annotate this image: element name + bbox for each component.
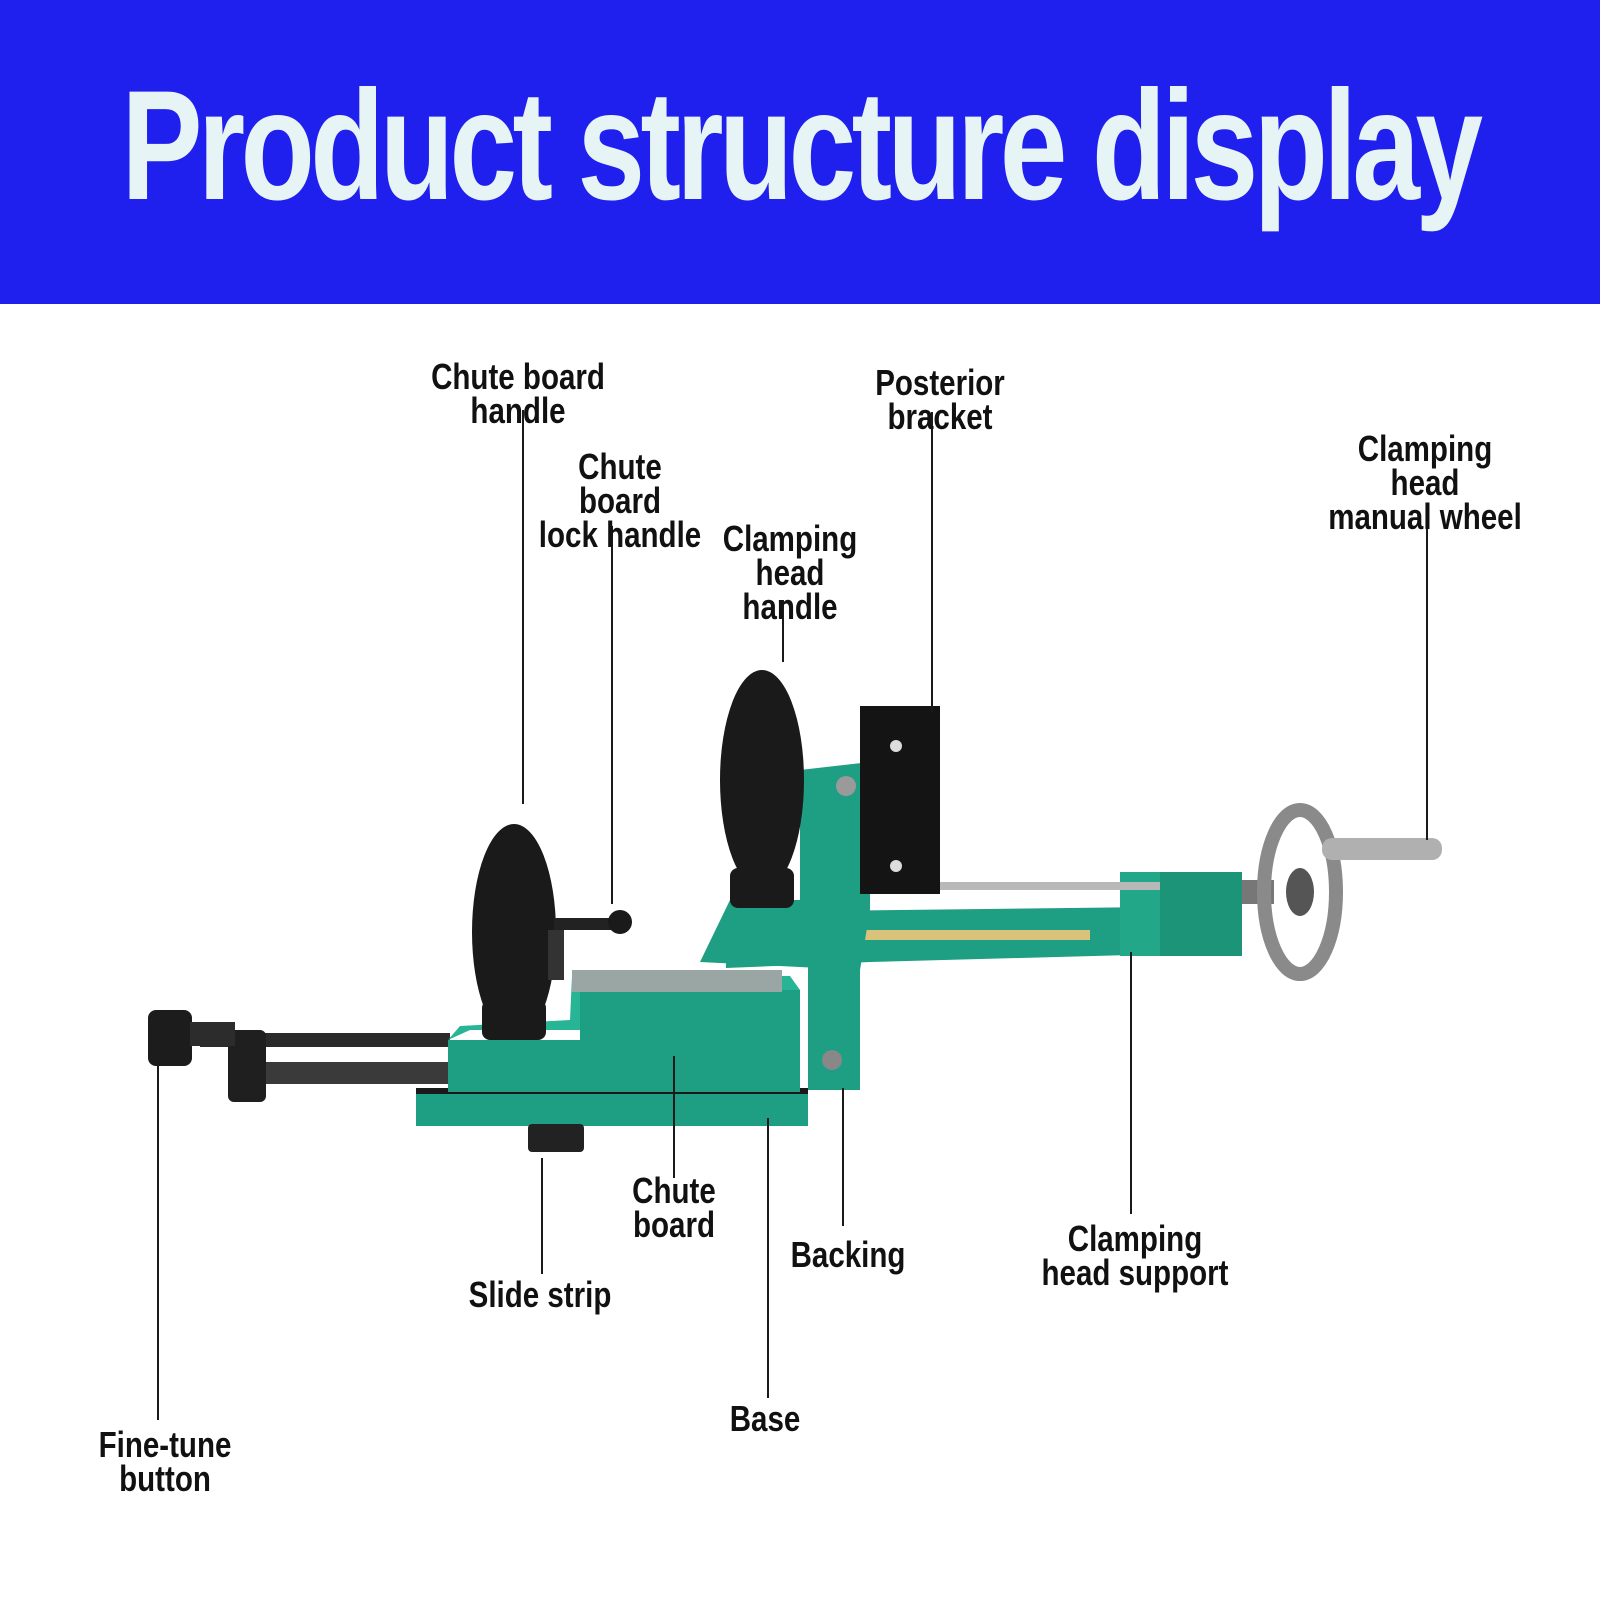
- leader-fine-tune-button: [157, 1066, 159, 1420]
- wheel-crank-handle: [1322, 838, 1442, 860]
- label-fine-tune-button: Fine-tune button: [98, 1424, 232, 1499]
- label-slide-strip: Slide strip: [468, 1274, 612, 1315]
- fine-tune-button-shape: [148, 1010, 192, 1066]
- label-chute-board-handle: Chute board handle: [431, 356, 605, 431]
- leader-chute-board-lock-handle: [611, 526, 613, 904]
- label-chute-board: Chute board: [632, 1170, 716, 1245]
- leader-base: [767, 1118, 769, 1398]
- base-shape: [416, 1092, 808, 1126]
- leader-chute-board: [673, 1056, 675, 1178]
- label-base: Base: [729, 1398, 801, 1439]
- label-posterior-bracket: Posterior bracket: [875, 362, 1005, 437]
- chute-board-handle-shape: [472, 824, 556, 1040]
- leader-slide-strip: [541, 1158, 543, 1274]
- product-diagram: Chute board handle Chute board lock hand…: [0, 304, 1600, 1600]
- chute-board-lock-handle-shape: [554, 918, 624, 930]
- label-chute-board-lock-handle: Chute board lock handle: [538, 446, 702, 555]
- label-clamping-head-manual-wheel: Clamping head manual wheel: [1328, 428, 1522, 537]
- title-banner: Product structure display: [0, 0, 1600, 304]
- clamping-head-handle-shape: [720, 670, 804, 890]
- page-title: Product structure display: [121, 59, 1483, 233]
- chute-board-shape: [448, 990, 800, 1092]
- leader-clamping-head-manual-wheel: [1426, 512, 1428, 840]
- fine-tune-rod-lower: [250, 1062, 450, 1084]
- fine-tune-knob-collar: [228, 1030, 266, 1102]
- leader-posterior-bracket: [931, 412, 933, 712]
- screw-rod: [940, 882, 1160, 890]
- label-clamping-head-handle: Clamping head handle: [722, 518, 858, 627]
- label-backing: Backing: [790, 1234, 906, 1275]
- slide-strip-shape: [528, 1124, 584, 1152]
- label-clamping-head-support: Clamping head support: [1041, 1218, 1229, 1293]
- machine-illustration: [148, 670, 1442, 1152]
- leader-clamping-head-handle: [782, 600, 784, 662]
- leader-backing: [842, 1088, 844, 1226]
- leader-chute-board-handle: [522, 410, 524, 804]
- leader-clamping-head-support: [1130, 952, 1132, 1214]
- manual-wheel-shape: [1257, 803, 1343, 981]
